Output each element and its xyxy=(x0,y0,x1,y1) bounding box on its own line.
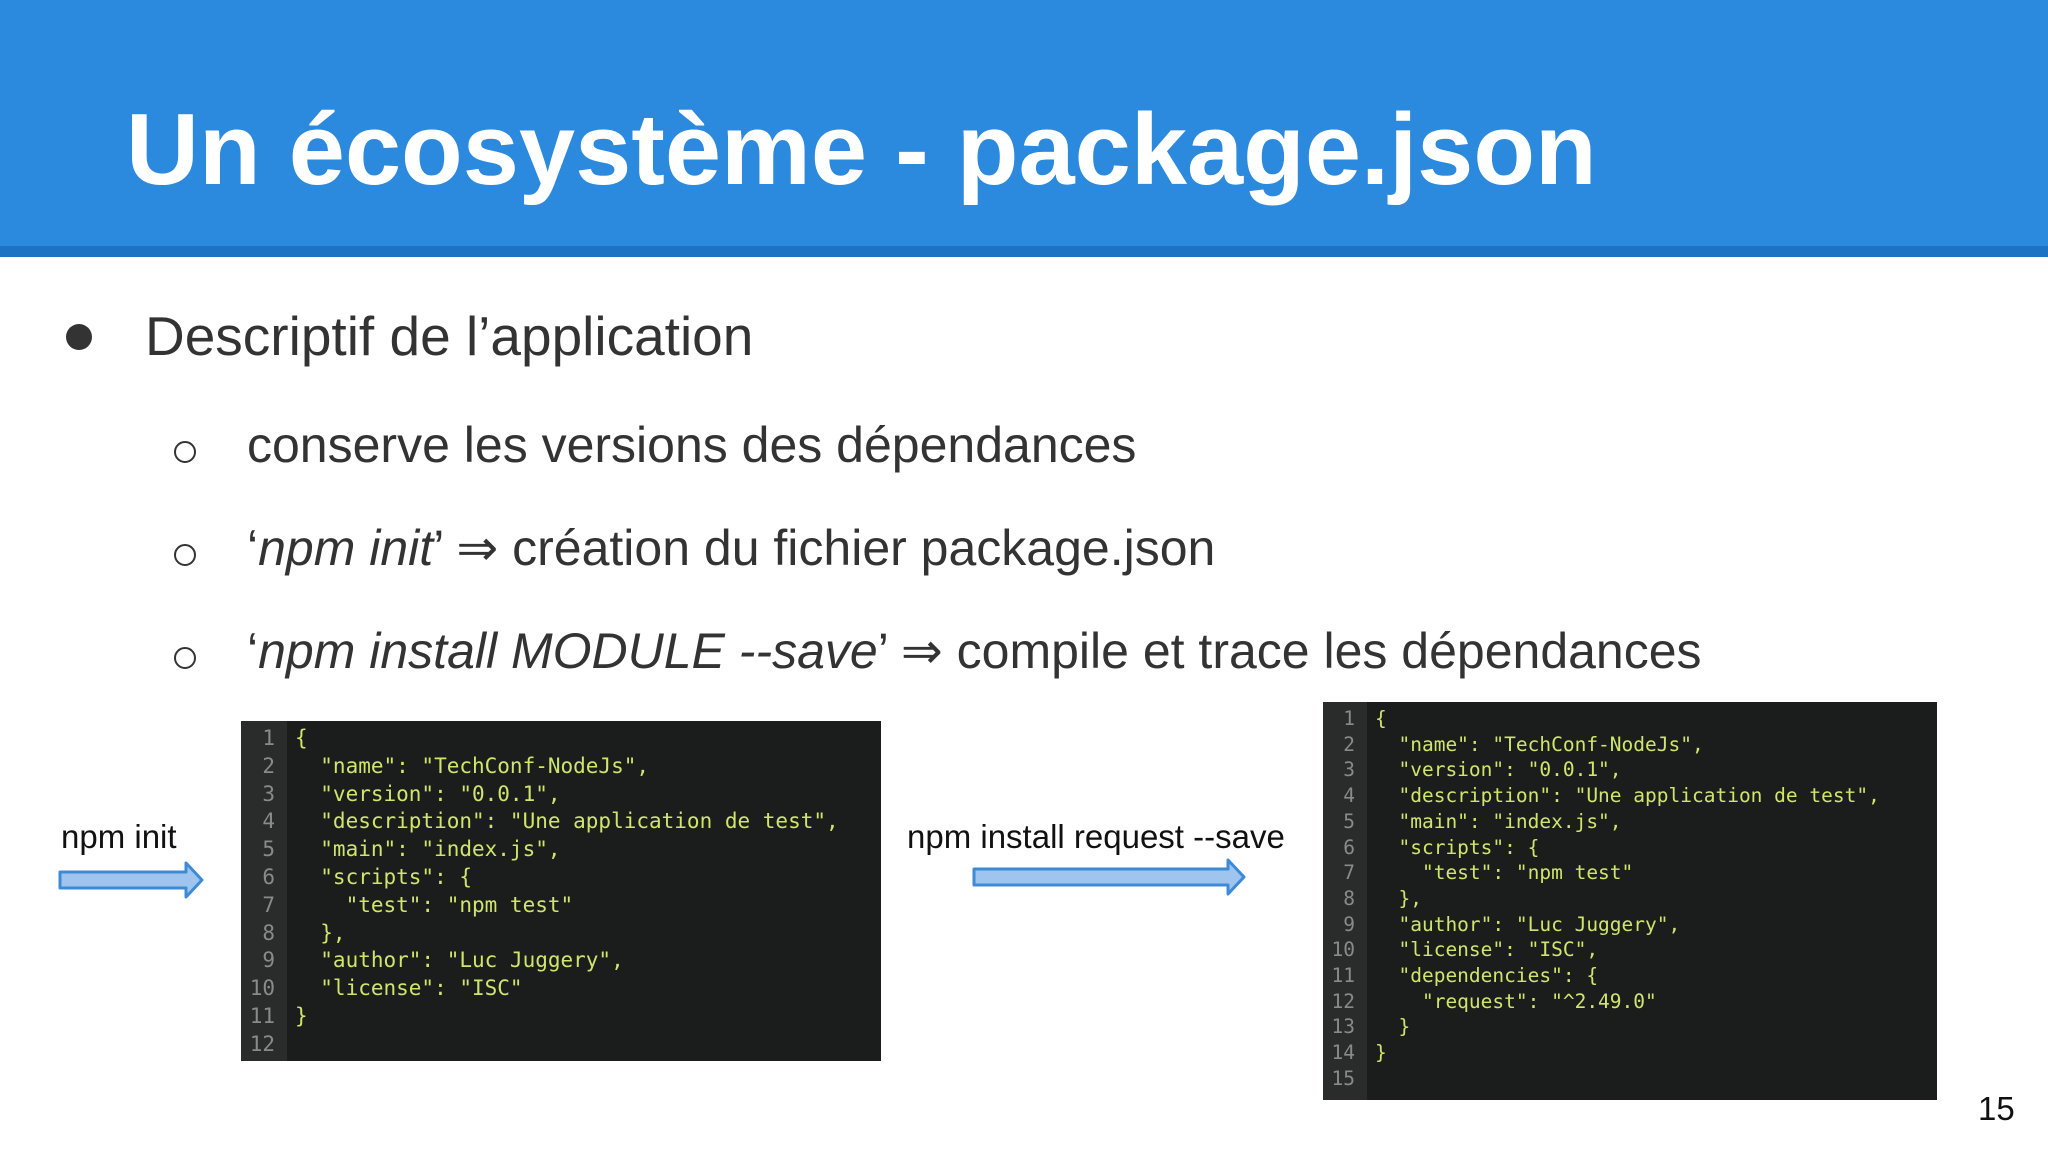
line-number: 12 xyxy=(249,1031,275,1056)
sub-bullet-2-italic: npm init xyxy=(258,520,434,576)
code-line: "scripts": { xyxy=(295,865,473,889)
main-bullet-text: Descriptif de l’application xyxy=(145,305,754,367)
npm-init-label: npm init xyxy=(61,818,177,855)
line-number: 4 xyxy=(1343,784,1355,808)
line-number: 14 xyxy=(1331,1041,1355,1065)
slide-title: Un écosystème - package.json xyxy=(126,94,1597,206)
line-number: 4 xyxy=(262,809,275,834)
line-number: 3 xyxy=(262,781,275,806)
line-number: 15 xyxy=(1331,1066,1355,1090)
right-arrow-icon xyxy=(972,858,1246,896)
line-number: 12 xyxy=(1331,989,1355,1013)
page-number: 15 xyxy=(1978,1090,2015,1127)
package-json-initial-code: 1 {2 "name": "TechConf-NodeJs", 3 "version… xyxy=(241,721,881,1061)
code-line: "request": "^2.49.0" xyxy=(1375,989,1657,1013)
code-line: { xyxy=(295,726,308,750)
line-number: 2 xyxy=(262,753,275,778)
sub-bullet-circle-icon xyxy=(174,441,196,463)
line-number: 6 xyxy=(1343,835,1355,859)
code-line: "scripts": { xyxy=(1375,835,1540,859)
sub-bullet-2-prefix: ‘ xyxy=(247,520,259,576)
line-number: 3 xyxy=(1343,758,1355,782)
sub-bullet-1-text: conserve les versions des dépendances xyxy=(247,417,1137,473)
package-json-updated-code: 1 {2 "name": "TechConf-NodeJs", 3 "version… xyxy=(1323,702,1937,1100)
right-arrow-icon xyxy=(58,861,204,899)
sub-bullet-circle-icon xyxy=(174,544,196,566)
line-number: 8 xyxy=(1343,886,1355,910)
code-line: "license": "ISC", xyxy=(1375,938,1599,962)
code-line: } xyxy=(1375,1041,1387,1065)
line-number-gutter xyxy=(241,721,287,1061)
code-line: { xyxy=(1375,707,1387,730)
code-line: "author": "Luc Juggery", xyxy=(1375,912,1681,936)
line-number: 8 xyxy=(262,920,275,945)
code-line: "name": "TechConf-NodeJs", xyxy=(295,753,650,778)
code-line: }, xyxy=(295,920,346,945)
sub-bullet-circle-icon xyxy=(174,647,196,669)
line-number: 11 xyxy=(1331,964,1355,987)
line-number: 1 xyxy=(1343,707,1355,730)
sub-bullet-3: ‘npm install MODULE --save’ ⇒ compile et… xyxy=(247,624,1702,679)
npm-install-label: npm install request --save xyxy=(907,818,1285,855)
line-number: 6 xyxy=(262,865,275,889)
bullet-dot-icon xyxy=(66,324,92,350)
line-number: 9 xyxy=(262,948,275,973)
title-bar xyxy=(0,0,2048,257)
code-line: "dependencies": { xyxy=(1375,964,1599,987)
code-line: "test": "npm test" xyxy=(295,892,574,917)
code-line: "test": "npm test" xyxy=(1375,861,1634,885)
line-number: 13 xyxy=(1331,1015,1355,1039)
line-number: 10 xyxy=(249,976,275,1001)
code-line: }, xyxy=(1375,886,1422,910)
code-line: "version": "0.0.1", xyxy=(295,781,561,806)
line-number: 1 xyxy=(262,726,275,750)
line-number: 5 xyxy=(1343,809,1355,833)
line-number-gutter xyxy=(1323,702,1367,1100)
code-line: } xyxy=(1375,1015,1411,1039)
sub-bullet-1: conserve les versions des dépendances xyxy=(247,418,1136,473)
code-line: } xyxy=(295,1004,308,1028)
sub-bullet-3-italic: npm install MODULE --save xyxy=(258,623,878,679)
code-line: "author": "Luc Juggery", xyxy=(295,948,624,973)
code-line: "version": "0.0.1", xyxy=(1375,758,1622,782)
sub-bullet-2-text: ’ ⇒ création du fichier package.json xyxy=(433,520,1216,576)
line-number: 7 xyxy=(262,892,275,917)
line-number: 11 xyxy=(249,1004,275,1028)
code-line: "description": "Une application de test"… xyxy=(295,809,839,834)
sub-bullet-3-text: ’ ⇒ compile et trace les dépendances xyxy=(877,623,1702,679)
line-number: 5 xyxy=(262,837,275,862)
line-number: 10 xyxy=(1331,938,1355,962)
line-number: 7 xyxy=(1343,861,1355,885)
line-number: 9 xyxy=(1343,912,1355,936)
code-line: "description": "Une application de test"… xyxy=(1375,784,1880,808)
sub-bullet-2: ‘npm init’ ⇒ création du fichier package… xyxy=(247,521,1215,576)
sub-bullet-3-prefix: ‘ xyxy=(247,623,259,679)
code-line: "main": "index.js", xyxy=(1375,809,1622,833)
line-number: 2 xyxy=(1343,732,1355,756)
code-line: "license": "ISC" xyxy=(295,976,523,1001)
code-line: "main": "index.js", xyxy=(295,837,561,862)
code-line: "name": "TechConf-NodeJs", xyxy=(1375,732,1704,756)
